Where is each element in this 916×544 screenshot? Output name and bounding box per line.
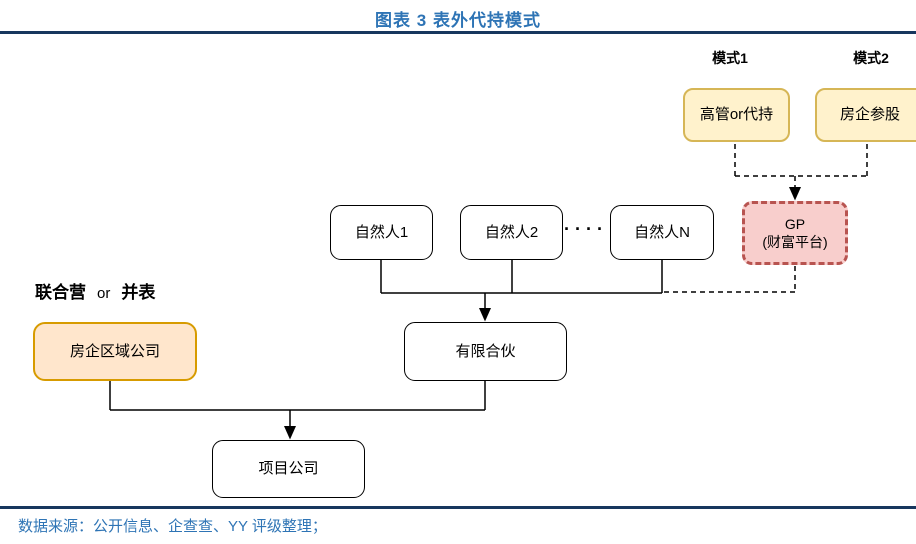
node-gp-line2: (财富平台): [762, 234, 828, 250]
connector-gp-to-partnership: [662, 266, 796, 293]
arrow-down-into-project-icon: [284, 426, 296, 440]
connector-mode-boxes-to-gp: [734, 144, 868, 189]
ellipsis-dots: ····: [564, 219, 608, 239]
connector-companies-to-project: [109, 381, 486, 427]
node-natural-person-1: 自然人1: [330, 205, 433, 260]
node-limited-partnership: 有限合伙: [404, 322, 567, 381]
node-gp-wealth-platform: GP (财富平台): [742, 201, 848, 265]
node-project-company: 项目公司: [212, 440, 365, 498]
consolidation-label-or: or: [97, 285, 111, 302]
node-natural-person-1-label: 自然人1: [354, 223, 409, 241]
connector-natural-persons-to-partnership: [380, 260, 663, 309]
node-natural-person-2: 自然人2: [460, 205, 563, 260]
node-developer-stake: 房企参股: [815, 88, 916, 142]
data-source-note: 数据来源：公开信息、企查查、YY 评级整理；: [18, 518, 327, 535]
node-project-company-label: 项目公司: [258, 460, 319, 477]
node-natural-person-n: 自然人N: [610, 205, 714, 260]
node-regional-company: 房企区域公司: [33, 322, 197, 381]
node-natural-person-n-label: 自然人N: [634, 223, 690, 241]
node-developer-stake-label: 房企参股: [839, 106, 900, 123]
figure-title: 图表 3 表外代持模式: [375, 11, 541, 30]
node-executive-proxy-label: 高管or代持: [699, 106, 774, 123]
node-natural-person-2-label: 自然人2: [484, 223, 539, 241]
consolidation-label: 联合营 or 并表: [35, 278, 155, 303]
consolidation-label-right: 并表: [121, 283, 156, 302]
arrow-down-into-partnership-icon: [479, 308, 491, 322]
node-gp-line1: GP: [784, 215, 806, 232]
node-limited-partnership-label: 有限合伙: [455, 342, 516, 360]
arrow-down-into-gp-icon: [789, 187, 801, 201]
mode2-label: 模式2: [853, 50, 889, 66]
node-regional-company-label: 房企区域公司: [69, 342, 160, 360]
bottom-divider: [0, 506, 916, 509]
consolidation-label-left: 联合营: [35, 283, 86, 302]
top-divider: [0, 31, 916, 34]
mode1-label: 模式1: [712, 50, 748, 66]
node-executive-proxy: 高管or代持: [683, 88, 790, 142]
